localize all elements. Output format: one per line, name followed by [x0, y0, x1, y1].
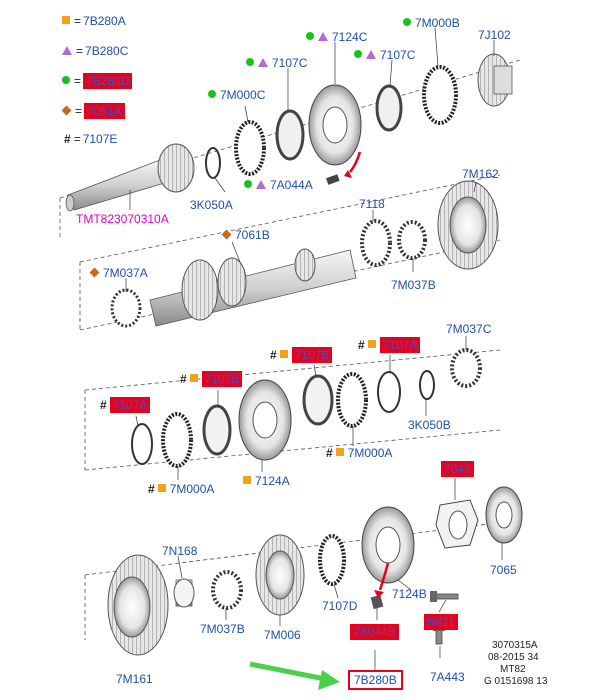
label-7a044b: 7A044B	[350, 624, 399, 640]
hub-7124a	[238, 379, 292, 461]
green-arrow	[249, 661, 340, 690]
label-7107a-b: #7107A	[100, 397, 151, 413]
pin-7a044b	[370, 594, 384, 610]
label-7049: 7049	[441, 461, 474, 477]
label-7118: 7118	[359, 197, 385, 211]
label-7107c-b: 7107C	[354, 48, 415, 62]
label-7m162: 7M162	[462, 167, 499, 181]
ring-7107c-b	[375, 84, 403, 132]
label-n811: N811	[424, 614, 458, 630]
legend-triangle: =7B280C	[62, 44, 128, 58]
label-3k050b: 3K050B	[408, 418, 451, 432]
label-7m161: 7M161	[116, 672, 153, 686]
legend-hash: #=7107E	[64, 132, 118, 146]
label-7m037b-row4: 7M037B	[200, 622, 245, 636]
plate-7049	[435, 499, 479, 549]
sync-ring-7m000c	[234, 120, 266, 176]
gear-7m161	[107, 554, 169, 656]
ring-7m000b	[422, 65, 458, 125]
label-7m000b: 7M000B	[403, 16, 460, 30]
label-7m037a: 7M037A	[89, 266, 148, 280]
ring-7107a-left	[131, 423, 153, 465]
ring-7107b-right	[302, 374, 334, 426]
input-shaft	[65, 143, 195, 212]
gear-7m006	[255, 534, 305, 616]
red-arrow-2	[378, 562, 390, 591]
bearing-7065	[485, 486, 523, 544]
bolt-n811	[430, 591, 459, 602]
hub-7124c	[308, 84, 362, 166]
label-7m000a-b: #7M000A	[148, 482, 215, 496]
countershaft-7061b	[149, 248, 357, 327]
ring-7107d	[318, 534, 346, 586]
label-7065: 7065	[490, 563, 517, 577]
label-tmt: TMT823070310A	[76, 212, 169, 226]
label-7b280b: 7B280B	[348, 670, 403, 690]
triangle-icon	[62, 46, 72, 55]
label-7m000c: 7M000C	[208, 88, 265, 102]
label-7m006: 7M006	[264, 628, 301, 642]
leader-lines	[125, 27, 503, 670]
meta-code: 3070315A	[492, 640, 538, 651]
snap-ring-3k050b	[419, 370, 435, 400]
label-7124b: 7124B	[392, 587, 427, 601]
bearing-7118	[360, 219, 392, 267]
bearing-7m037c	[450, 348, 482, 388]
sleeve-7n168	[173, 578, 195, 608]
gear-7m162	[437, 180, 499, 270]
ring-7107a-right	[377, 371, 401, 413]
ring-7107b-left	[202, 404, 232, 456]
meta-date: 08-2015 34	[488, 652, 539, 663]
label-7a443: 7A443	[430, 670, 465, 684]
label-7a044a: 7A044A	[244, 178, 313, 192]
label-7107a-a: #7107A	[358, 337, 421, 353]
ring-7107c	[275, 109, 305, 161]
gear-7j102	[477, 53, 513, 107]
legend-square: =7B280A	[62, 14, 126, 28]
hash-icon: #	[64, 132, 71, 146]
bearing-7m037b	[397, 220, 427, 260]
bearing-7m037a	[110, 288, 142, 328]
key-7a044a	[325, 174, 340, 185]
dot-icon	[62, 76, 70, 84]
square-icon	[62, 16, 70, 24]
bearing-7m037b-row4	[211, 570, 243, 610]
label-7j102: 7J102	[478, 28, 511, 42]
legend-diamond: =7061A	[61, 103, 125, 119]
diamond-icon	[61, 105, 72, 116]
label-7m037b: 7M037B	[391, 278, 436, 292]
ring-7m000a-right	[336, 372, 368, 428]
meta-model: MT82	[500, 664, 526, 675]
label-7061b: 7061B	[221, 228, 270, 242]
hub-7124b	[361, 506, 415, 584]
label-3k050a: 3K050A	[190, 198, 233, 212]
label-7124c: 7124C	[306, 30, 367, 44]
legend-dot: =7B280D	[62, 73, 133, 89]
label-7107b-b: #7107B	[180, 371, 243, 387]
row2-axis	[79, 174, 501, 331]
label-7107c-a: 7107C	[246, 56, 307, 70]
label-7m037c: 7M037C	[446, 322, 492, 336]
red-arrow-1	[349, 151, 362, 173]
ring-7m000a-left	[161, 412, 193, 468]
snap-ring-3k050a	[205, 147, 221, 179]
label-7n168: 7N168	[162, 544, 198, 558]
meta-ref: G 0151698 13	[484, 676, 548, 687]
label-7m000a-a: #7M000A	[326, 446, 393, 460]
label-7107b-a: #7107B	[270, 347, 333, 363]
label-7124a: 7124A	[243, 474, 290, 488]
row3-axis	[84, 349, 501, 471]
label-7107d: 7107D	[322, 599, 358, 613]
